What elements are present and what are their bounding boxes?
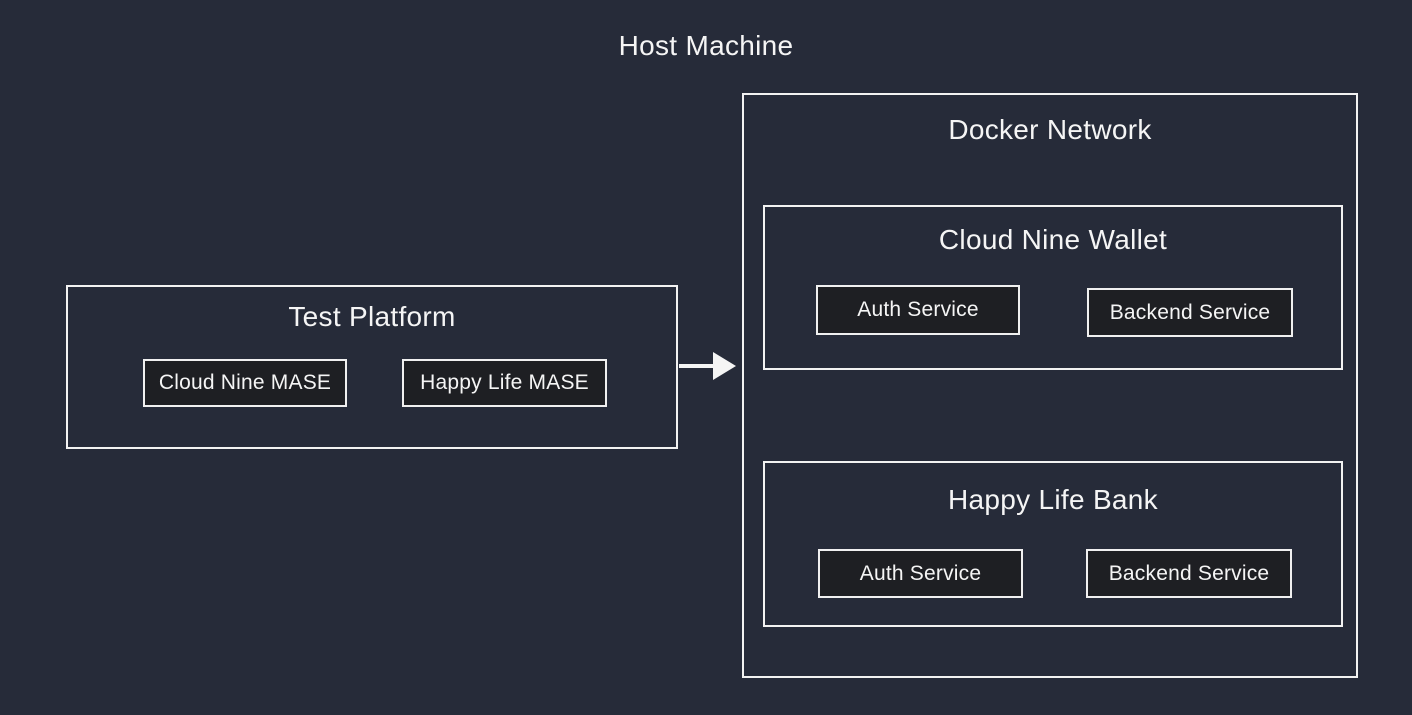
cloud-nine-backend-service-label: Backend Service	[1109, 300, 1271, 324]
cloud-nine-backend-service-node: Backend Service	[1087, 288, 1293, 337]
happy-life-mase-node: Happy Life MASE	[402, 359, 607, 407]
cloud-nine-auth-service-node: Auth Service	[816, 285, 1020, 335]
host-machine-label: Host Machine	[618, 30, 794, 61]
happy-life-bank-title: Happy Life Bank	[948, 484, 1158, 515]
cloud-nine-auth-service-label: Auth Service	[857, 298, 979, 321]
arrow-shaft	[679, 364, 715, 368]
cloud-nine-wallet-box: Cloud Nine Wallet Auth Service Backend S…	[763, 205, 1343, 370]
cloud-nine-mase-node: Cloud Nine MASE	[143, 359, 347, 407]
docker-network-title: Docker Network	[948, 114, 1152, 145]
cloud-nine-mase-label: Cloud Nine MASE	[158, 371, 332, 394]
happy-life-auth-service-label: Auth Service	[859, 561, 982, 585]
cloud-nine-wallet-title: Cloud Nine Wallet	[938, 224, 1168, 255]
docker-network-box: Docker Network Cloud Nine Wallet Auth Se…	[742, 93, 1358, 678]
arrow-head	[713, 352, 736, 380]
happy-life-bank-box: Happy Life Bank Auth Service Backend Ser…	[763, 461, 1343, 627]
test-platform-box: Test Platform Cloud Nine MASE Happy Life…	[66, 285, 678, 449]
happy-life-mase-label: Happy Life MASE	[420, 371, 589, 394]
test-platform-title: Test Platform	[288, 301, 456, 332]
arrow-right-icon	[679, 352, 736, 380]
happy-life-backend-service-node: Backend Service	[1086, 549, 1292, 598]
happy-life-auth-service-node: Auth Service	[818, 549, 1023, 598]
happy-life-backend-service-label: Backend Service	[1108, 561, 1270, 585]
